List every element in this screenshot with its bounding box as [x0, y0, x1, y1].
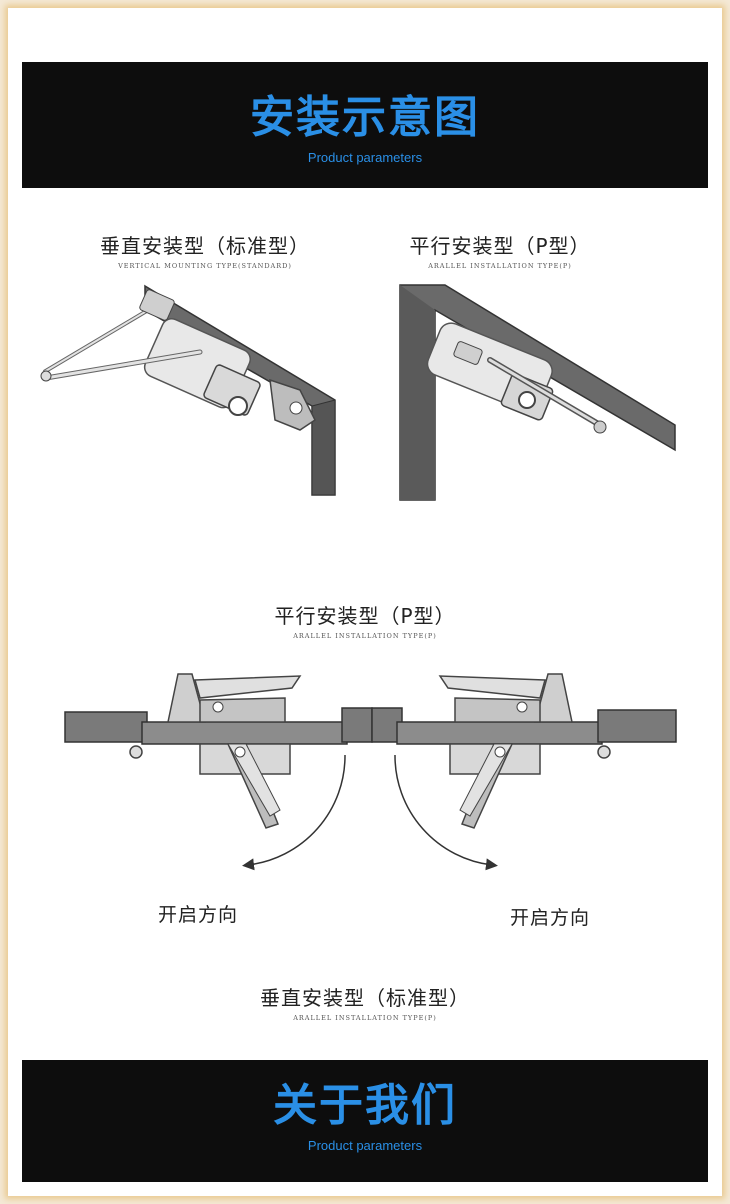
vertical-mounting-illustration: [40, 284, 336, 496]
banner-subtitle: Product parameters: [307, 150, 423, 165]
banner-subtitle: Product parameters: [307, 1138, 423, 1153]
caption-parallel-installation-middle: 平行安装型（P型） ARALLEL INSTALLATION TYPE(P): [255, 600, 475, 640]
banner-title: 安装示意图: [250, 92, 480, 143]
opening-direction-left: 开启方向: [158, 904, 239, 926]
caption-english: ARALLEL INSTALLATION TYPE(P): [293, 632, 437, 640]
caption-vertical-mounting-bottom: 垂直安装型（标准型） ARALLEL INSTALLATION TYPE(P): [235, 982, 495, 1022]
caption-english: VERTICAL MOUNTING TYPE(STANDARD): [118, 262, 292, 270]
caption-title: 垂直安装型（标准型）: [260, 986, 470, 1010]
page-frame: [8, 8, 722, 1196]
parallel-installation-illustration: [399, 284, 676, 501]
top-view-door-diagram: [64, 673, 677, 871]
caption-english: ARALLEL INSTALLATION TYPE(P): [293, 1014, 437, 1022]
banner-installation: 安装示意图 Product parameters: [22, 62, 708, 188]
caption-title: 平行安装型（P型）: [274, 604, 456, 628]
banner-about-us: 关于我们 Product parameters: [22, 1060, 708, 1182]
caption-english: ARALLEL INSTALLATION TYPE(P): [428, 262, 572, 270]
banner-title: 关于我们: [273, 1080, 457, 1131]
caption-parallel-installation: 平行安装型（P型） ARALLEL INSTALLATION TYPE(P): [390, 230, 610, 270]
caption-title: 垂直安装型（标准型）: [100, 234, 310, 258]
caption-vertical-mounting: 垂直安装型（标准型） VERTICAL MOUNTING TYPE(STANDA…: [80, 230, 330, 270]
opening-direction-right: 开启方向: [510, 907, 591, 929]
caption-title: 平行安装型（P型）: [409, 234, 591, 258]
